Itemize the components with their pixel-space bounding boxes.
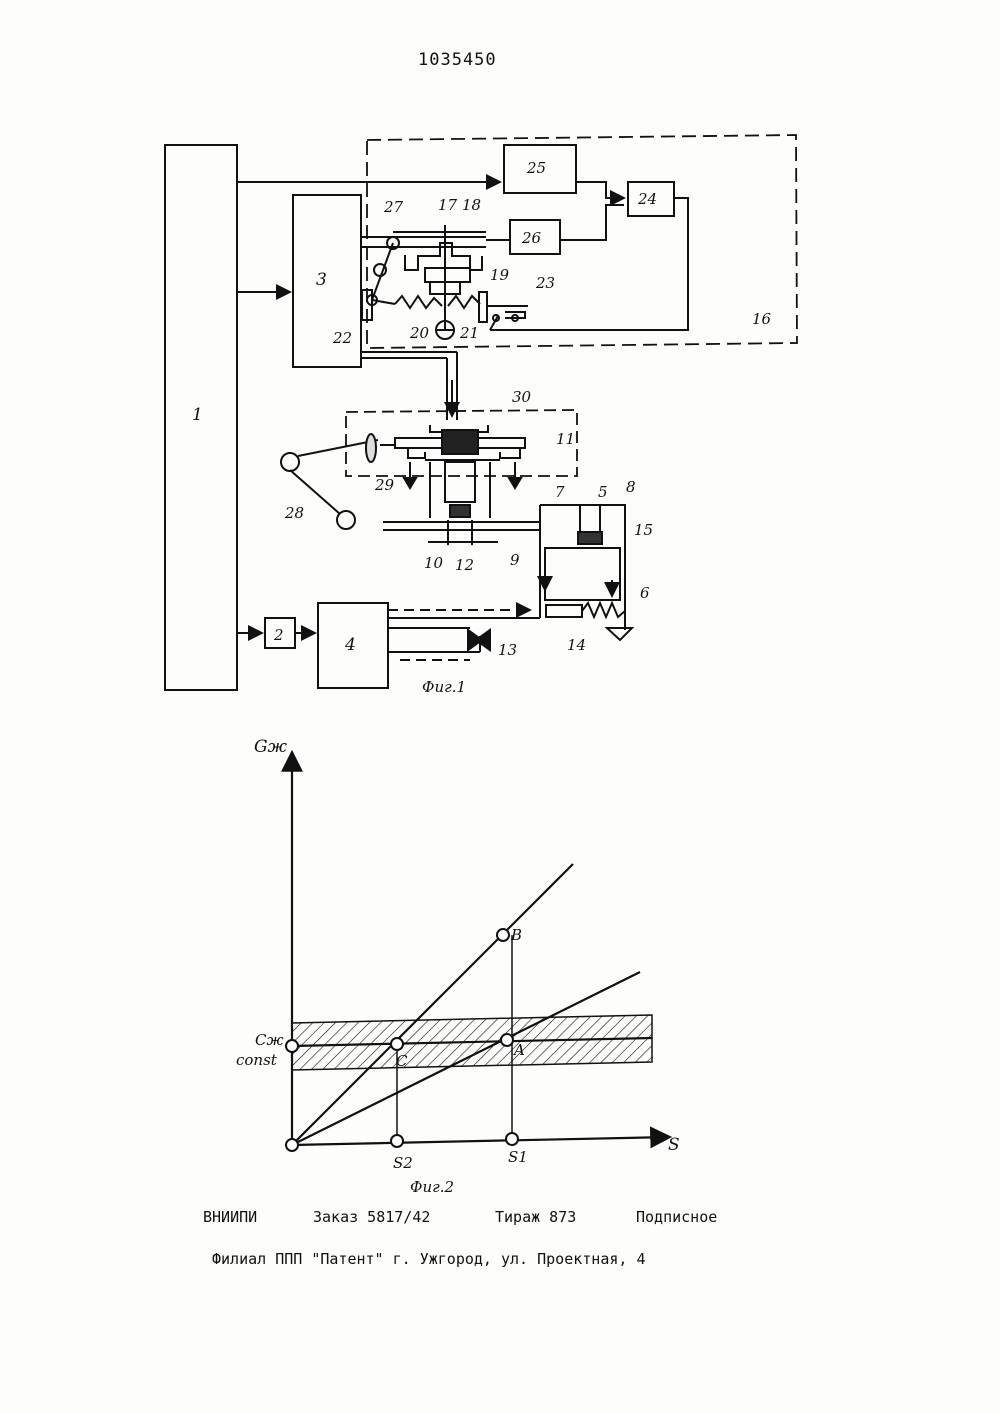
label-block-1: 1 [192, 405, 203, 425]
point-c [391, 1038, 403, 1050]
callout-17: 17 [438, 196, 458, 214]
callout-28: 28 [284, 504, 304, 522]
label-frame-16: 16 [752, 310, 772, 328]
point-a [501, 1034, 513, 1046]
callout-29: 29 [374, 476, 395, 494]
callout-20: 20 [409, 324, 430, 342]
line-steep [292, 864, 573, 1145]
const-label-top: Cж [255, 1031, 284, 1049]
callout-30: 30 [512, 388, 532, 406]
callout-7: 7 [555, 483, 565, 501]
imprint-branch: Филиал ППП "Патент" г. Ужгород, ул. Прое… [212, 1250, 645, 1268]
callout-10: 10 [424, 554, 444, 572]
label-block-25: 25 [526, 159, 546, 177]
figure-1-caption: Фиг.1 [422, 678, 466, 696]
point-a-label: A [512, 1041, 525, 1059]
figure-2-graph: Gж S Cж const A B C S2 S1 Фиг.2 [0, 720, 1000, 1200]
x-axis-label: S [668, 1135, 680, 1155]
label-block-3: 3 [316, 270, 327, 290]
x-axis [292, 1137, 670, 1145]
callout-15: 15 [634, 521, 653, 539]
point-b [497, 929, 509, 941]
callout-14: 14 [567, 636, 586, 654]
dashed-frame-16 [367, 135, 797, 348]
callout-21: 21 [459, 324, 479, 342]
imprint-org: ВНИИПИ [203, 1208, 257, 1226]
callout-12: 12 [455, 556, 474, 574]
callout-18: 18 [462, 196, 481, 214]
point-b-label: B [510, 926, 522, 944]
label-block-2: 2 [273, 626, 284, 644]
imprint-circulation: Тираж 873 [495, 1208, 576, 1226]
callout-8: 8 [626, 478, 636, 496]
callout-19: 19 [490, 266, 510, 284]
label-block-24: 24 [637, 190, 657, 208]
imprint-order: Заказ 5817/42 [313, 1208, 430, 1226]
const-point [286, 1040, 298, 1052]
callout-6: 6 [640, 584, 650, 602]
const-label-bottom: const [236, 1051, 278, 1069]
callout-13: 13 [498, 641, 517, 659]
callout-9: 9 [510, 551, 520, 569]
label-frame-11: 11 [556, 430, 575, 448]
tick-s1 [506, 1133, 518, 1145]
tick-s1-label: S1 [508, 1148, 528, 1166]
origin-point [286, 1139, 298, 1151]
callout-5: 5 [598, 483, 608, 501]
label-block-26: 26 [521, 229, 542, 247]
tick-s2-label: S2 [393, 1154, 413, 1172]
figure-1-schematic: 1 3 2 4 25 26 24 11 16 5 6 7 8 9 10 12 1… [0, 0, 1000, 720]
y-axis-label: Gж [254, 737, 288, 757]
callout-23: 23 [535, 274, 555, 292]
imprint-subscription: Подписное [636, 1208, 717, 1226]
callout-22: 22 [332, 329, 352, 347]
tick-s2 [391, 1135, 403, 1147]
figure-2-caption: Фиг.2 [410, 1178, 454, 1196]
label-block-4: 4 [344, 635, 356, 655]
point-c-label: C [396, 1052, 408, 1070]
callout-27: 27 [383, 198, 404, 216]
